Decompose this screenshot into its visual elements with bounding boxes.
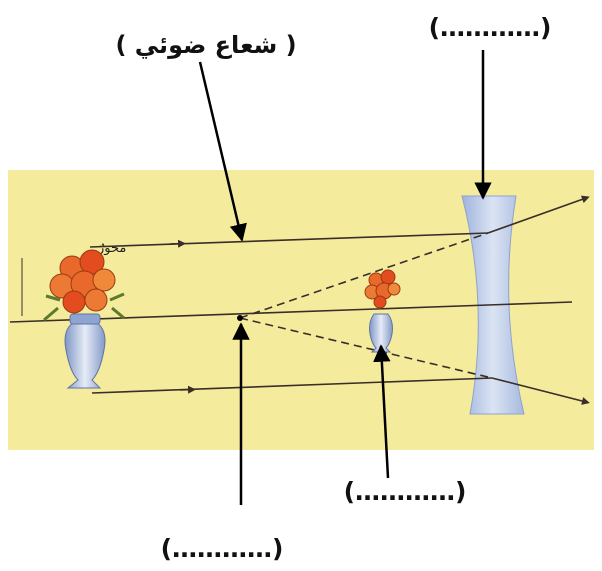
flower-vase-icon bbox=[43, 249, 125, 389]
focus-point bbox=[237, 315, 243, 321]
principal-axis bbox=[9, 301, 573, 323]
refracted-ray-top bbox=[487, 195, 590, 234]
refracted-ray-bottom bbox=[491, 377, 590, 405]
incident-ray-bottom bbox=[91, 377, 493, 394]
incident-ray-top bbox=[89, 232, 489, 248]
virtual-ray-bottom bbox=[239, 317, 493, 379]
lens-blank-label: (…………) bbox=[429, 13, 552, 42]
image-blank-label: (…………) bbox=[344, 477, 467, 506]
focus-blank-label: (…………) bbox=[161, 534, 284, 563]
small-flower-vase-icon bbox=[364, 269, 401, 353]
image-pointer-arrow bbox=[373, 344, 391, 479]
light-ray-pointer-arrow bbox=[198, 61, 247, 242]
virtual-ray-top bbox=[239, 232, 489, 319]
light-ray-label: ( شعاع ضوئي ) bbox=[115, 31, 296, 59]
axis-label: محورٌ bbox=[97, 241, 126, 256]
